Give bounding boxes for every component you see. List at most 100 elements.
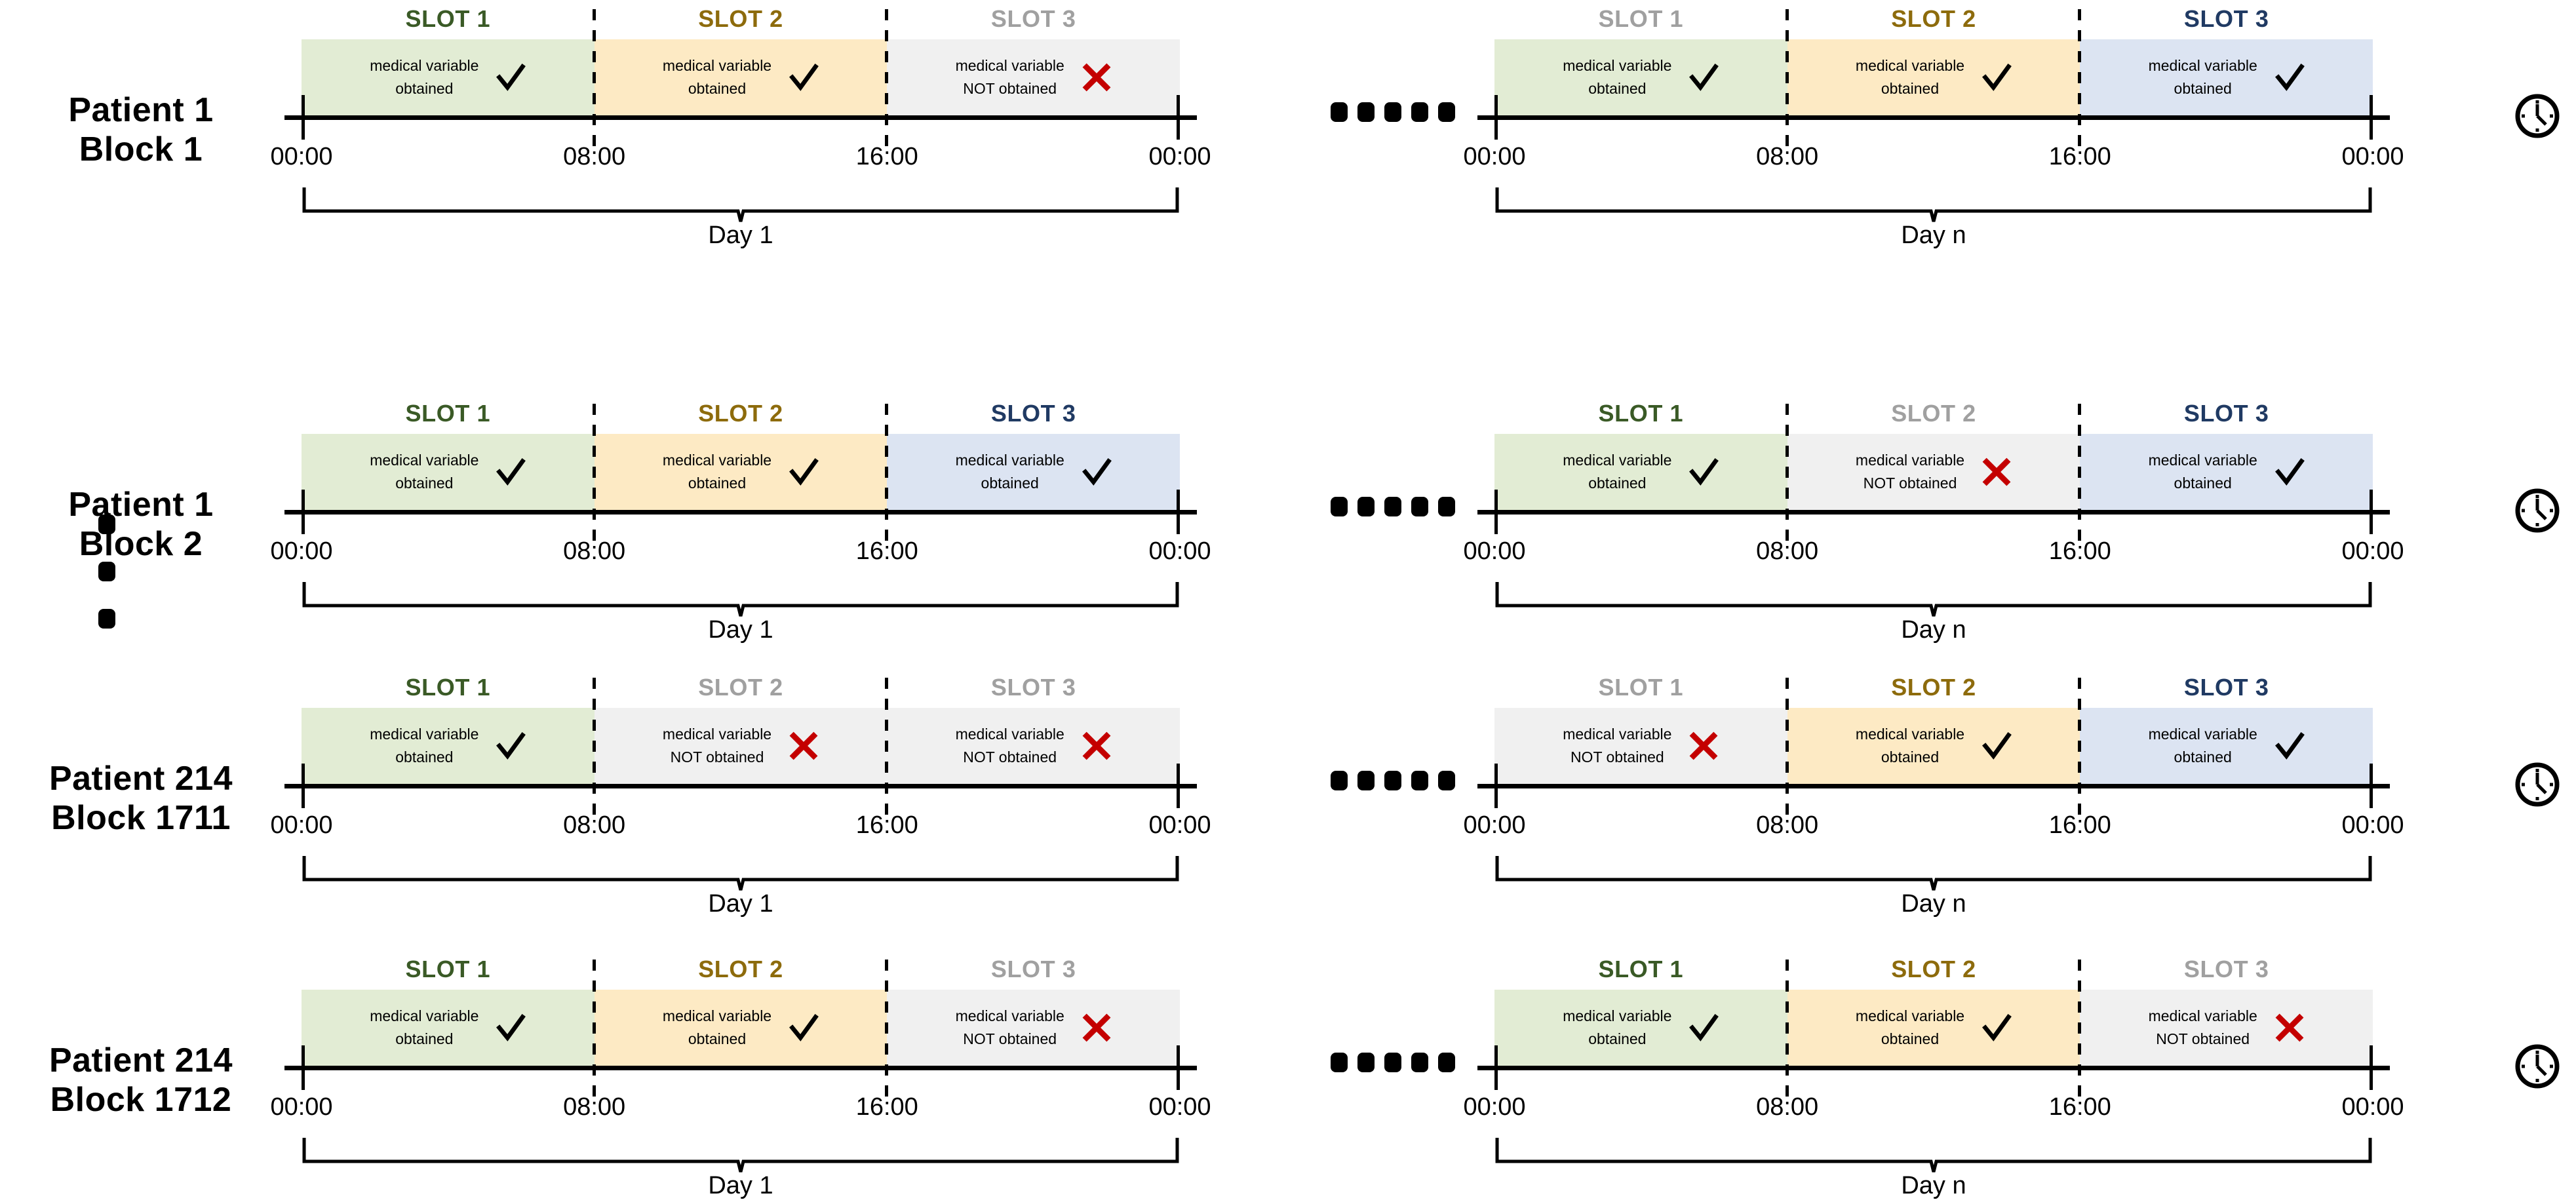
axis-tick-2	[1177, 764, 1180, 808]
red-cross-icon	[1082, 731, 1111, 760]
time-label-2: 16:00	[2048, 1093, 2111, 1121]
time-label-3: 00:00	[1148, 811, 1211, 839]
slot-header-3: SLOT 3	[990, 956, 1076, 982]
check-mark-icon	[1982, 732, 2012, 760]
axis-tick-1	[1494, 764, 1498, 808]
tick-group	[1494, 764, 2373, 809]
slot-header-2: SLOT 2	[698, 400, 783, 427]
slot-header-3: SLOT 3	[990, 400, 1076, 427]
slot-header-1: SLOT 1	[405, 5, 491, 32]
day-label: Day n	[1901, 222, 1966, 249]
slot-header-1: SLOT 1	[1598, 956, 1684, 982]
check-mark-icon	[789, 64, 819, 91]
red-cross-icon	[789, 731, 818, 760]
row-label-block: Block 1711	[51, 799, 231, 838]
clock-icon	[2515, 488, 2560, 533]
time-label-1: 08:00	[563, 143, 626, 170]
tick-group	[1494, 1045, 2373, 1091]
day-bracket	[1494, 581, 2373, 617]
day-label: Day 1	[708, 890, 773, 918]
slot-header-2: SLOT 2	[1891, 400, 1976, 427]
tick-group	[302, 95, 1180, 141]
time-label-2: 16:00	[2048, 537, 2111, 565]
row-label-block: Block 2	[79, 525, 203, 564]
axis-tick-2	[2370, 95, 2373, 140]
clock-icon	[2515, 94, 2560, 138]
check-mark-icon	[1689, 458, 1719, 486]
axis-tick-1	[302, 95, 305, 140]
tick-group	[302, 764, 1180, 809]
row-label-patient: Patient 214	[49, 1041, 233, 1079]
slot-header-1: SLOT 1	[405, 674, 491, 701]
time-label-0: 00:00	[1463, 143, 1526, 170]
slot-header-1: SLOT 1	[1598, 674, 1684, 701]
check-mark-icon	[2274, 458, 2305, 486]
red-cross-icon	[1082, 1013, 1111, 1042]
tick-group	[1494, 490, 2373, 535]
time-label-1: 08:00	[1756, 537, 1819, 565]
axis-tick-1	[302, 1045, 305, 1090]
timeline-axis	[284, 115, 1197, 120]
time-label-3: 00:00	[2341, 811, 2404, 839]
day-bracket	[302, 855, 1180, 891]
slot-header-1: SLOT 1	[405, 400, 491, 427]
check-mark-icon	[496, 732, 526, 760]
check-mark-icon	[496, 64, 526, 91]
axis-tick-1	[302, 764, 305, 808]
check-mark-icon	[789, 458, 819, 486]
time-label-3: 00:00	[2341, 537, 2404, 565]
axis-tick-2	[2370, 764, 2373, 808]
